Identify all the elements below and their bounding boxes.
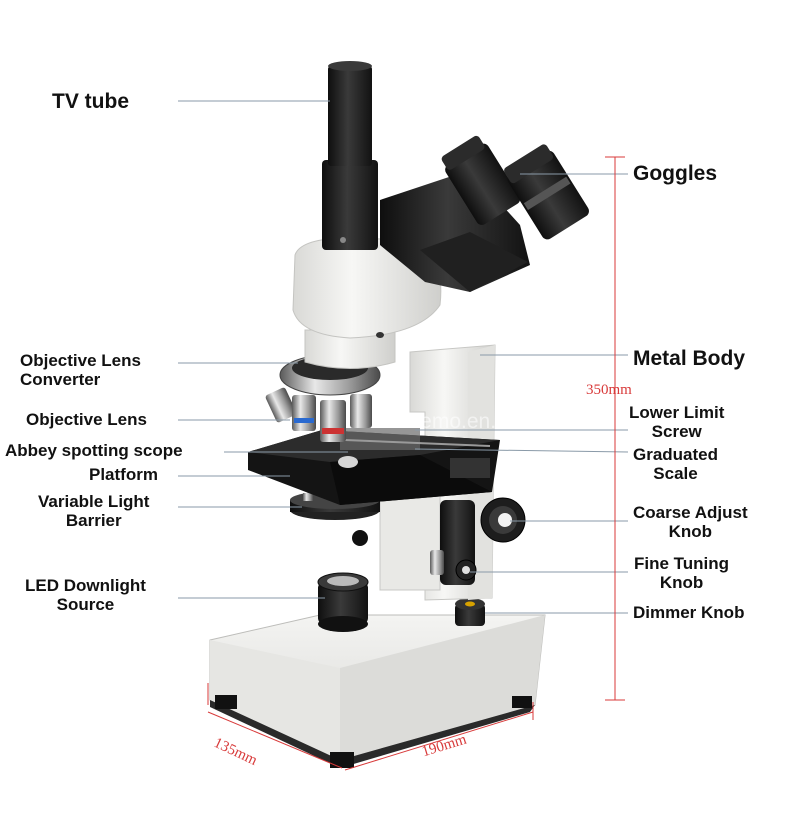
label-dimmer-knob: Dimmer Knob — [633, 603, 745, 622]
label-led-downlight-source: LED Downlight Source — [25, 576, 146, 614]
label-variable-light-barrier-line2: Barrier — [65, 511, 122, 531]
label-variable-light-barrier: Variable Light Barrier — [38, 492, 149, 530]
label-coarse-adjust-knob: Coarse Adjust Knob — [633, 503, 748, 541]
label-variable-light-barrier-line1: Variable Light — [38, 492, 150, 511]
label-objective-lens: Objective Lens — [26, 410, 147, 429]
objective-lenses — [265, 387, 372, 442]
label-coarse-adjust-knob-line2: Knob — [668, 522, 713, 542]
label-coarse-adjust-knob-line1: Coarse Adjust — [633, 503, 748, 522]
label-objective-lens-converter-line2: Converter — [20, 370, 101, 390]
label-led-downlight-source-line2: Source — [56, 595, 115, 615]
microscope-base — [209, 614, 546, 768]
dimmer-knob-shape — [455, 598, 485, 626]
label-abbey-spotting-scope: Abbey spotting scope — [5, 441, 183, 460]
focus-knobs — [352, 497, 526, 585]
label-lower-limit-screw-line1: Lower Limit — [629, 403, 725, 422]
label-graduated-scale-line1: Graduated — [633, 445, 719, 464]
label-objective-lens-converter-line1: Objective Lens — [20, 351, 141, 370]
label-objective-lens-converter: Objective Lens Converter — [20, 351, 141, 389]
leader-lines — [178, 100, 629, 614]
label-platform: Platform — [89, 465, 158, 484]
watermark: ikemo.en.com — [405, 410, 536, 433]
label-fine-tuning-knob: Fine Tuning Knob — [634, 554, 729, 592]
dimension-height: 350mm — [586, 382, 632, 398]
label-led-downlight-source-line1: LED Downlight — [25, 576, 146, 595]
tv-tube-shape — [322, 61, 378, 250]
label-goggles: Goggles — [633, 162, 718, 185]
label-tv-tube: TV tube — [52, 90, 129, 113]
label-fine-tuning-knob-line2: Knob — [659, 573, 704, 593]
label-metal-body: Metal Body — [633, 347, 746, 370]
dimension-lines — [207, 156, 625, 771]
stage-platform — [248, 428, 500, 505]
led-light-source — [317, 572, 369, 632]
label-lower-limit-screw-line2: Screw — [651, 422, 702, 442]
eyepieces — [441, 135, 589, 240]
label-graduated-scale-line2: Scale — [653, 464, 698, 484]
label-graduated-scale: Graduated Scale — [633, 445, 718, 483]
label-fine-tuning-knob-line1: Fine Tuning — [634, 554, 730, 573]
label-lower-limit-screw: Lower Limit Screw — [629, 403, 724, 441]
